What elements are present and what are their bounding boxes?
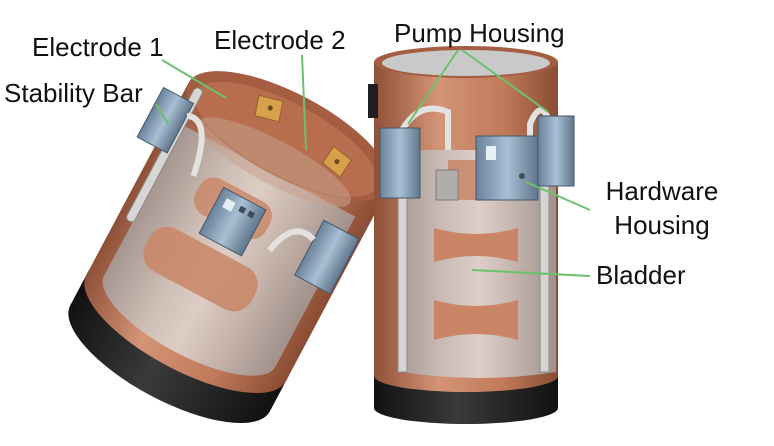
right-pump-tube [399,105,451,150]
label-hardware-housing-line1: Hardware [605,176,719,206]
leader-hardware-housing [525,181,591,211]
leader-pump-housing-a [407,49,459,125]
leader-stability-bar [155,103,169,125]
right-hardware-housing [475,135,539,201]
bladder [402,150,556,378]
label-stability-bar: Stability Bar [4,78,143,108]
right-side-tab [368,84,378,118]
left-pump-housing-b [294,219,360,295]
right-pump-tube [527,107,551,150]
left-device [68,71,391,424]
bladder-window [434,228,518,262]
left-inner-floor [197,117,351,208]
electrode-1-block [254,94,284,123]
label-electrode-1: Electrode 1 [32,32,164,62]
right-bracket [435,169,459,201]
right-pump-housing-b [537,115,575,187]
right-top-opening [382,50,550,76]
leader-lines [155,49,591,277]
label-pump-housing: Pump Housing [394,18,565,48]
leader-electrode-2 [301,54,307,151]
left-pump-tube [267,228,316,253]
right-device [368,46,575,424]
right-pump-housing-a [379,127,421,199]
label-hardware-housing-line2: Housing [614,210,710,240]
left-pump-tube [186,112,205,177]
left-bladder-cutout [143,226,258,312]
leader-bladder [471,269,591,277]
left-hardware-housing [198,186,267,257]
electrode-2-block [321,145,352,178]
label-hardware-housing: Hardware Housing [596,174,728,242]
leader-electrode-1 [161,59,227,99]
label-electrode-2: Electrode 2 [214,25,346,55]
right-bottom-band [374,372,558,424]
leader-pump-housing-b [461,49,549,113]
label-bladder: Bladder [596,260,686,290]
bladder-window [434,300,518,340]
